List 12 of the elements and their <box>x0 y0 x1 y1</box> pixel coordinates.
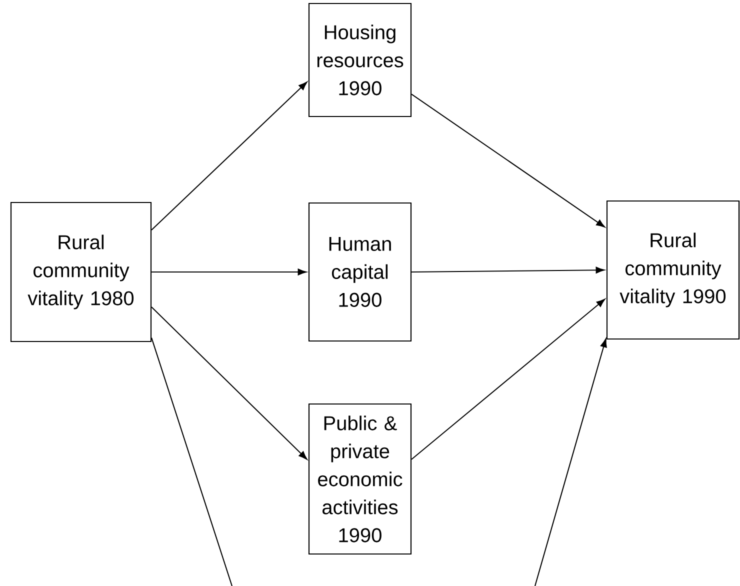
process-box: Public & private economic activities 1990 <box>308 403 412 555</box>
arrow <box>151 306 308 460</box>
arrow <box>152 268 307 276</box>
arrow <box>534 338 607 586</box>
arrow <box>411 94 606 228</box>
arrow <box>411 298 606 460</box>
process-box: Human capital 1990 <box>308 202 412 342</box>
arrow <box>412 266 605 274</box>
arrow <box>151 82 308 230</box>
process-box: Rural community vitality 1990 <box>606 200 740 340</box>
process-box: Rural community vitality 1980 <box>10 202 152 342</box>
process-box: Housing resources 1990 <box>308 2 412 118</box>
